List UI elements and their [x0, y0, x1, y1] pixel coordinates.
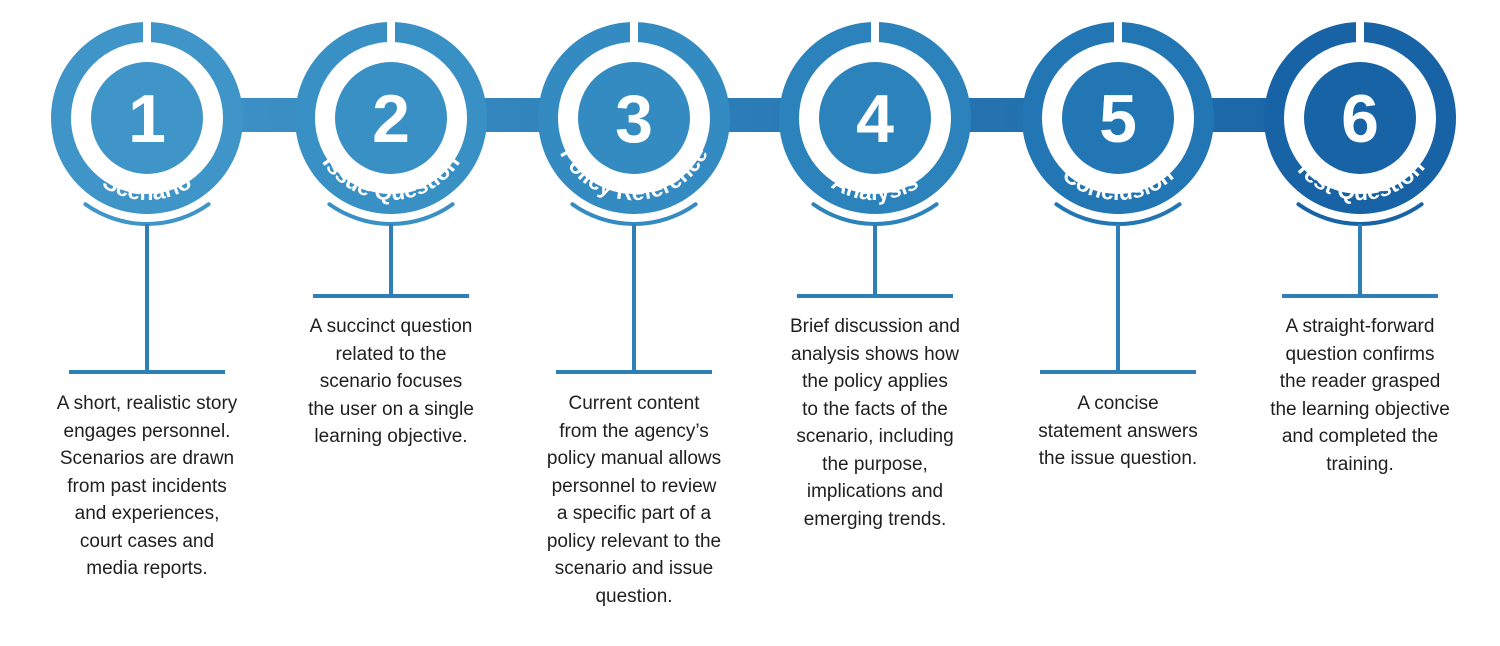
step-description: A straight-forward question confirms the r… — [1240, 313, 1480, 478]
description-line: Current content — [568, 393, 700, 414]
description-line: analysis shows how — [791, 343, 959, 365]
step-inner-disc — [91, 62, 203, 174]
description-line: court cases and — [79, 530, 215, 552]
description-line: A succinct question — [309, 316, 473, 337]
step-inner-disc — [1304, 62, 1416, 174]
step-notch — [630, 20, 638, 44]
step-number: 5 — [1099, 81, 1137, 157]
description-line: the issue question. — [1038, 448, 1198, 469]
description-line: A short, realistic story — [56, 393, 238, 414]
description-line: from the agency’s — [559, 420, 709, 442]
step-bottom-arc — [83, 202, 211, 226]
description-line: from past incidents — [67, 475, 227, 497]
step-inner-disc — [335, 62, 447, 174]
step-description: A concise statement answers the issue ques… — [998, 390, 1238, 473]
step-notch — [143, 20, 151, 44]
description-line: question confirms — [1285, 343, 1435, 365]
description-line: question. — [595, 585, 673, 607]
description-line: the policy applies — [802, 371, 948, 392]
description-line: personnel to review — [551, 475, 717, 497]
description-line: implications and — [806, 481, 944, 502]
step-number: 1 — [128, 81, 166, 157]
description-line: learning objective. — [314, 426, 468, 447]
step-number: 6 — [1341, 81, 1379, 157]
description-line: and completed the — [1281, 426, 1439, 447]
description-line: Brief discussion and — [789, 316, 961, 337]
step-description: Brief discussion and analysis shows how th… — [755, 313, 995, 533]
step-description: A short, realistic story engages personne… — [27, 390, 267, 583]
description-line: the purpose, — [822, 453, 928, 475]
description-line: to the facts of the — [802, 398, 948, 420]
description-line: A concise — [1077, 393, 1159, 414]
description-line: scenario and issue — [554, 558, 714, 579]
description-line: the reader grasped — [1279, 371, 1441, 392]
step-inner-disc — [578, 62, 690, 174]
description-line: a specific part of a — [556, 503, 712, 524]
description-line: scenario, including — [796, 426, 954, 447]
description-line: A straight-forward — [1285, 316, 1435, 337]
step-notch — [871, 20, 879, 44]
step-notch — [1356, 20, 1364, 44]
step-inner-disc — [1062, 62, 1174, 174]
description-line: the learning objective — [1270, 398, 1450, 420]
description-line: statement answers — [1038, 420, 1198, 442]
step-number: 4 — [856, 81, 894, 157]
step-notch — [387, 20, 395, 44]
description-line: Scenarios are drawn — [59, 448, 235, 469]
description-line: policy manual allows — [546, 448, 722, 469]
description-line: engages personnel. — [63, 420, 231, 442]
description-line: and experiences, — [74, 503, 220, 524]
step-notch — [1114, 20, 1122, 44]
description-line: policy relevant to the — [546, 530, 722, 552]
step-number: 3 — [615, 81, 653, 157]
description-line: related to the — [335, 343, 447, 365]
description-line: training. — [1326, 453, 1394, 475]
step-inner-disc — [819, 62, 931, 174]
description-line: the user on a single — [308, 398, 474, 420]
step-description: A succinct question related to the scenari… — [271, 313, 511, 451]
description-line: scenario focuses — [319, 371, 463, 392]
step-number: 2 — [372, 81, 410, 157]
description-line: emerging trends. — [803, 508, 947, 530]
step-description: Current content from the agency’s policy m… — [514, 390, 754, 610]
description-line: media reports. — [86, 558, 208, 579]
